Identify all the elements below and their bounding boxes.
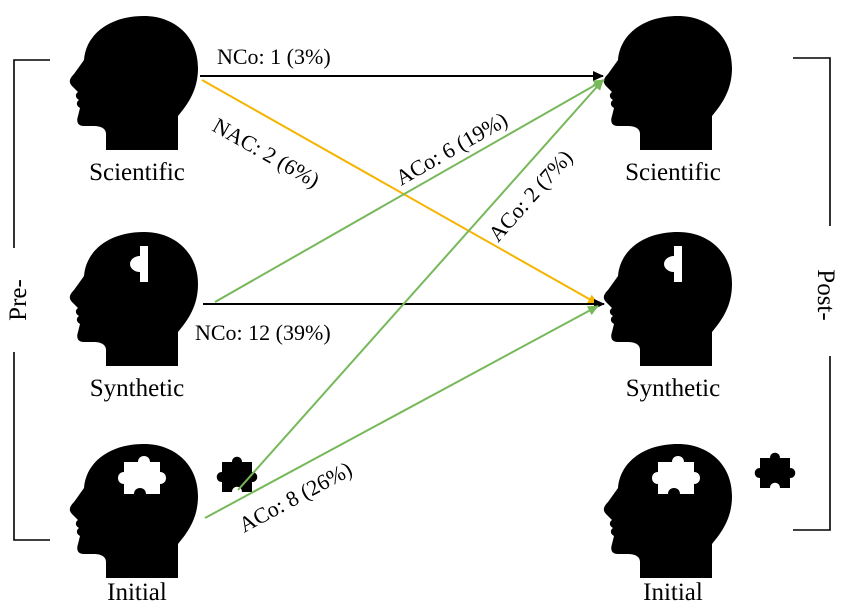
- post-scientific-label: Scientific: [625, 159, 721, 186]
- pre-initial-head-icon: [69, 444, 198, 578]
- arrow-scientific-to-synthetic: [201, 79, 599, 305]
- pre-synthetic-label: Synthetic: [90, 375, 184, 402]
- pre-scientific-label: Scientific: [89, 159, 185, 186]
- arrow-synthetic-to-scientific: [214, 79, 605, 303]
- post-initial-label: Initial: [643, 579, 703, 606]
- edge-label-sci-sci: NCo: 1 (3%): [217, 44, 331, 69]
- edge-label-syn-sci: ACo: 6 (19%): [391, 107, 512, 190]
- post-synthetic-label: Synthetic: [626, 375, 720, 402]
- edge-label-ini-sci: ACo: 2 (7%): [483, 145, 577, 246]
- pre-label: Pre-: [5, 279, 32, 321]
- puzzle-edge-icon: [130, 246, 148, 282]
- post-label: Post-: [812, 269, 839, 320]
- puzzle-edge-icon: [664, 246, 682, 282]
- post-synthetic-head-icon: [603, 232, 732, 366]
- post-bracket: [793, 57, 831, 531]
- puzzle-piece-icon: [754, 452, 796, 488]
- pre-synthetic-head-icon: [69, 232, 198, 366]
- post-scientific-head-icon: [603, 16, 732, 150]
- arrow-initial-to-scientific: [237, 79, 604, 491]
- puzzle-piece-icon: [216, 456, 258, 492]
- edge-label-sci-syn: NAC: 2 (6%): [209, 113, 324, 193]
- post-initial-head-icon: [603, 444, 732, 578]
- arrow-initial-to-synthetic: [204, 305, 599, 519]
- puzzle-hole-icon: [652, 456, 700, 494]
- pre-bracket: [13, 59, 50, 541]
- puzzle-hole-icon: [118, 456, 166, 494]
- pre-initial-label: Initial: [107, 579, 167, 606]
- pre-scientific-head-icon: [69, 16, 198, 150]
- edge-label-syn-syn: NCo: 12 (39%): [195, 320, 331, 345]
